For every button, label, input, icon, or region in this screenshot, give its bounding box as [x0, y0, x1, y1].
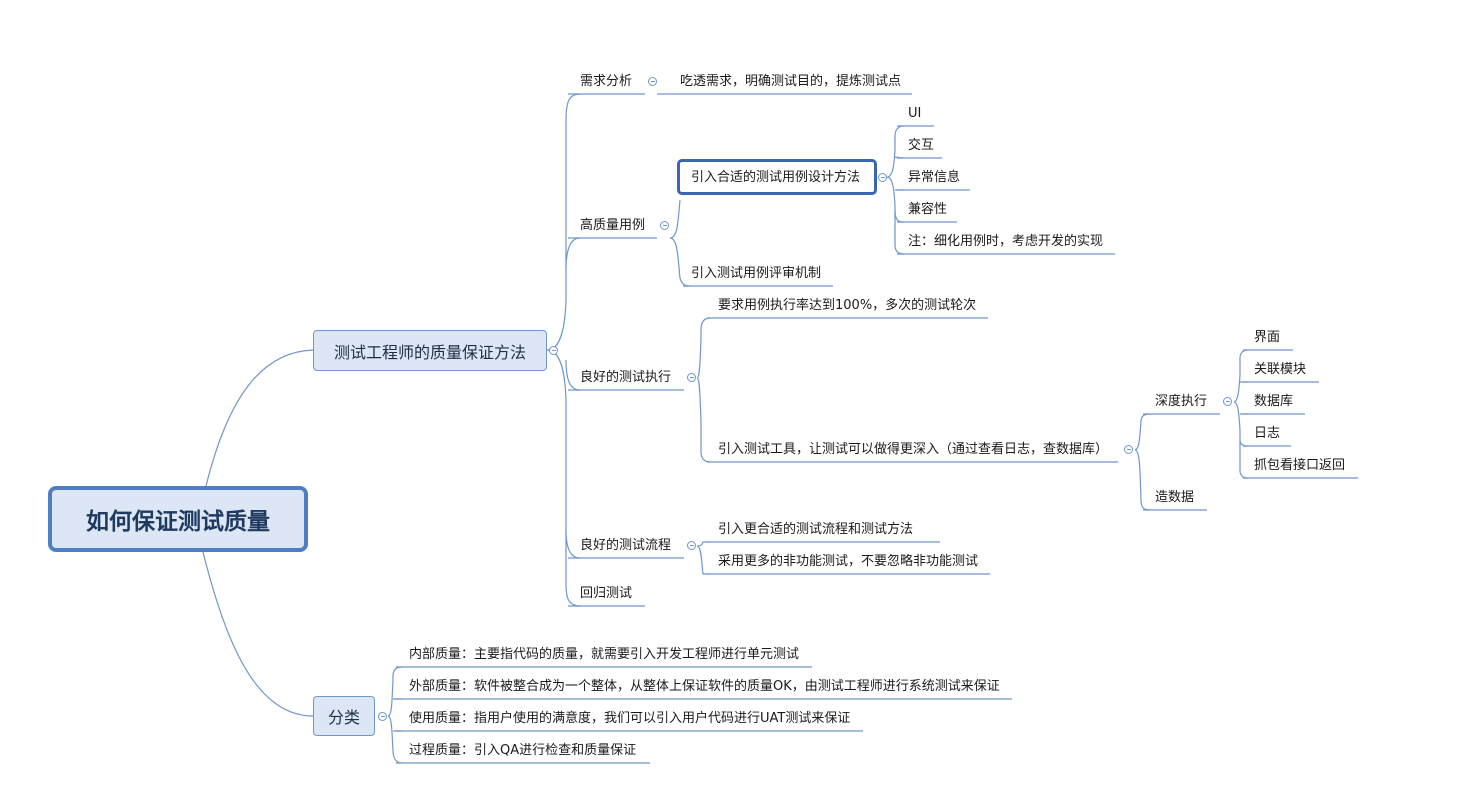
topic-requirement-analysis[interactable]: 需求分析: [580, 74, 633, 89]
topic-depth-log[interactable]: 日志: [1254, 426, 1281, 441]
root-topic[interactable]: 如何保证测试质量: [48, 486, 308, 552]
topic-requirement-detail[interactable]: 吃透需求，明确测试目的，提炼测试点: [680, 74, 902, 89]
connector-tools-children: [1134, 413, 1151, 511]
collapse-toggle-design-method[interactable]: [878, 173, 887, 182]
collapse-toggle-requirement[interactable]: [648, 77, 657, 86]
selected-topic-frame: [677, 159, 877, 195]
topic-quality-methods[interactable]: 测试工程师的质量保证方法: [313, 330, 547, 371]
topic-usage-quality[interactable]: 使用质量：指用户使用的满意度，我们可以引入用户代码进行UAT测试来保证: [409, 711, 851, 726]
topic-regression[interactable]: 回归测试: [580, 586, 633, 601]
topic-process-quality[interactable]: 过程质量：引入QA进行检查和质量保证: [409, 743, 637, 758]
topic-deep-execution[interactable]: 深度执行: [1155, 394, 1208, 409]
topic-depth-database[interactable]: 数据库: [1254, 394, 1294, 409]
connector-categories-spine: [387, 666, 403, 764]
topic-design-ui[interactable]: UI: [908, 106, 922, 121]
connector-process-children: [696, 541, 710, 575]
topic-design-interaction[interactable]: 交互: [908, 138, 935, 153]
connector-to-process: [565, 529, 581, 559]
connector-execution-children: [696, 317, 711, 463]
topic-execution[interactable]: 良好的测试执行: [580, 370, 672, 385]
topic-testing-tools[interactable]: 引入测试工具，让测试可以做得更深入（通过查看日志，查数据库）: [718, 442, 1109, 457]
connector-root-methods: [205, 349, 314, 487]
connector-methods-spine: [546, 93, 581, 351]
collapse-toggle-deep-execution[interactable]: [1223, 397, 1232, 406]
connector-methods-lower: [546, 349, 581, 607]
topic-process-nonfunctional[interactable]: 采用更多的非功能测试，不要忽略非功能测试: [718, 554, 979, 569]
collapse-toggle-methods[interactable]: [549, 346, 558, 355]
topic-process[interactable]: 良好的测试流程: [580, 538, 672, 553]
topic-external-quality[interactable]: 外部质量：软件被整合成为一个整体，从整体上保证软件的质量OK，由测试工程师进行系…: [409, 679, 1000, 694]
topic-case-review[interactable]: 引入测试用例评审机制: [691, 266, 822, 281]
collapse-toggle-execution[interactable]: [687, 373, 696, 382]
collapse-toggle-categories[interactable]: [378, 712, 387, 721]
topic-design-note[interactable]: 注：细化用例时，考虑开发的实现: [908, 234, 1104, 249]
connector-to-quality-cases: [565, 237, 581, 271]
topic-design-error-info[interactable]: 异常信息: [908, 170, 961, 185]
topic-depth-ui[interactable]: 界面: [1254, 330, 1281, 345]
collapse-toggle-process[interactable]: [687, 541, 696, 550]
connector-to-execution: [565, 359, 581, 391]
topic-design-compat[interactable]: 兼容性: [908, 202, 948, 217]
topic-process-method[interactable]: 引入更合适的测试流程和测试方法: [718, 522, 914, 537]
topic-make-data[interactable]: 造数据: [1155, 490, 1195, 505]
topic-execution-rate[interactable]: 要求用例执行率达到100%，多次的测试轮次: [718, 298, 977, 313]
connector-categories-items: [393, 698, 402, 732]
collapse-toggle-quality-cases[interactable]: [660, 221, 669, 230]
collapse-toggle-testing-tools[interactable]: [1124, 445, 1133, 454]
topic-internal-quality[interactable]: 内部质量：主要指代码的质量，就需要引入开发工程师进行单元测试: [409, 647, 800, 662]
topic-depth-related-module[interactable]: 关联模块: [1254, 362, 1307, 377]
connector-design-spine: [886, 125, 905, 255]
topic-depth-capture[interactable]: 抓包看接口返回: [1254, 458, 1346, 473]
connector-quality-cases-children: [669, 199, 691, 287]
topic-design-method[interactable]: 引入合适的测试用例设计方法: [691, 170, 861, 185]
connector-depth-spine: [1233, 349, 1249, 479]
topic-quality-cases[interactable]: 高质量用例: [580, 218, 646, 233]
connector-root-categories: [202, 551, 314, 717]
topic-categories[interactable]: 分类: [313, 696, 375, 736]
